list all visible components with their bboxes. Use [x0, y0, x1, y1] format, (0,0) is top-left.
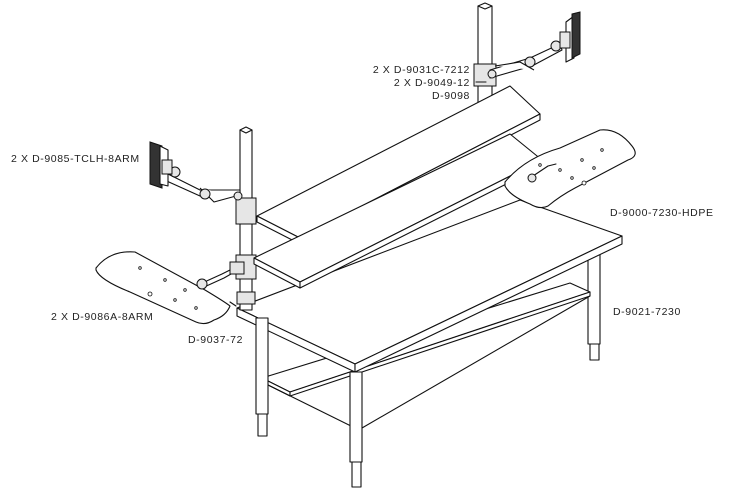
keyboard-arm-left	[196, 261, 245, 290]
label-d9085: 2 X D-9085-TCLH-8ARM	[11, 153, 140, 165]
table-top	[236, 199, 623, 373]
table-leg-front-left	[255, 317, 269, 437]
monitor-arm-right	[487, 40, 563, 79]
label-d9049: 2 X D-9049-12	[393, 77, 470, 89]
label-d9098: D-9098	[431, 90, 470, 102]
label-d9021: D-9021-7230	[613, 306, 681, 318]
keyboard-tray-left	[95, 251, 231, 325]
table-leg-front-center	[349, 371, 363, 488]
post-right	[473, 2, 497, 103]
keyboard-tray-right	[504, 129, 636, 209]
monitor-mount-right	[559, 11, 581, 63]
monitor-arm-left	[159, 166, 243, 203]
upper-shelf-middle	[253, 133, 543, 289]
label-d9037: D-9037-72	[188, 334, 244, 346]
keyboard-arm-right	[527, 163, 557, 183]
label-d9086a: 2 X D-9086A-8ARM	[51, 311, 154, 323]
monitor-mount-left	[149, 141, 173, 189]
table-leg-back-right	[587, 251, 601, 361]
post-left	[235, 126, 257, 311]
label-d9031c: 2 X D-9031C-7212	[372, 64, 470, 76]
label-d9000: D-9000-7230-HDPE	[610, 207, 714, 219]
